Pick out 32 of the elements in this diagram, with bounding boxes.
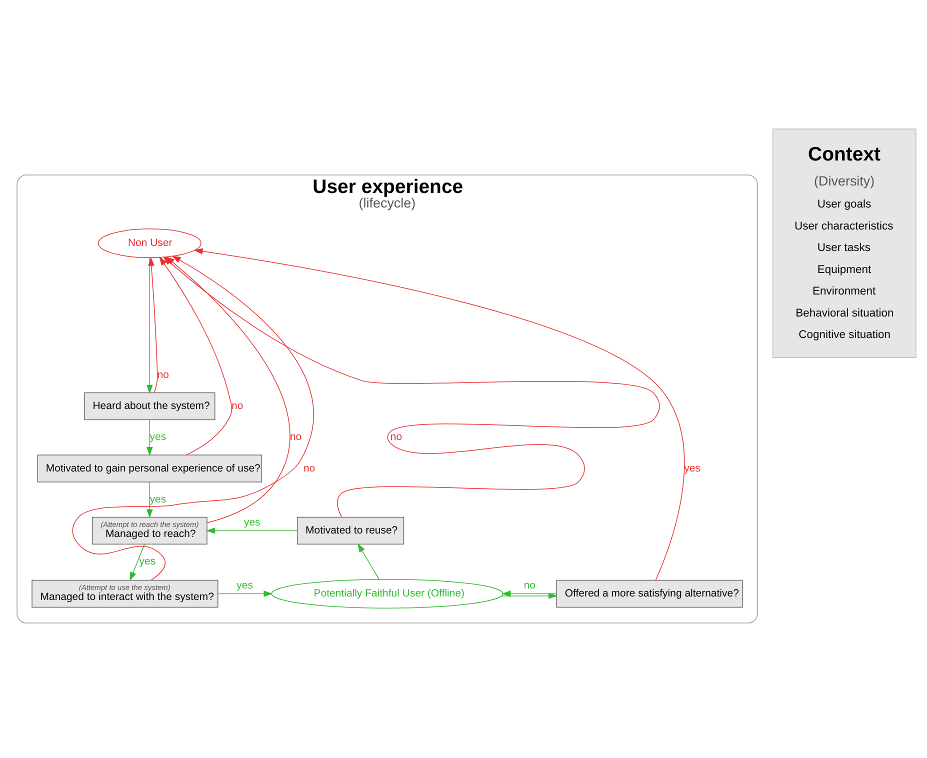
- arrow: [146, 482, 153, 518]
- node-box: Motivated to gain personal experience of use?: [37, 454, 262, 482]
- node-box: (Attempt to use the system) Managed to interact with the system?: [32, 580, 218, 608]
- arrow: [502, 590, 557, 597]
- edge-label: yes: [684, 463, 700, 474]
- edge-label: no: [290, 432, 302, 444]
- edge-label: yes: [139, 556, 156, 568]
- node-ellipse: Potentially Faithful User (Offline): [271, 578, 504, 608]
- arrow: [148, 256, 158, 393]
- edge-label: yes: [150, 432, 166, 444]
- arrow: [218, 590, 273, 597]
- edge-label: no: [303, 463, 316, 474]
- arrow: [206, 528, 298, 534]
- node-box: Heard about the system?: [84, 392, 216, 420]
- edge-label: yes: [236, 580, 253, 592]
- arrow: [146, 420, 153, 456]
- arrow: [500, 592, 558, 599]
- arrow: [358, 543, 380, 580]
- node-box: (Attempt to reach the system) Managed to reach?: [92, 516, 208, 545]
- arrow: [130, 544, 145, 582]
- edge-label: yes: [244, 518, 260, 529]
- edge-label: no: [232, 401, 244, 412]
- edge-label: no: [157, 370, 169, 381]
- node-box: Motivated to reuse?: [296, 516, 404, 545]
- edge-label: yes: [150, 494, 166, 506]
- node-box: Offered a more satisfying alternative?: [556, 580, 743, 608]
- node-ellipse: Non User: [98, 228, 202, 258]
- arrow: [194, 248, 685, 580]
- edge-label: no: [390, 432, 402, 444]
- edge-label: no: [524, 580, 536, 592]
- node-box: Context (Diversity) User goals User characteristics User tasks Equipment Environment Behavioral situation Cognitive situation: [772, 128, 916, 358]
- arrow: [146, 257, 153, 394]
